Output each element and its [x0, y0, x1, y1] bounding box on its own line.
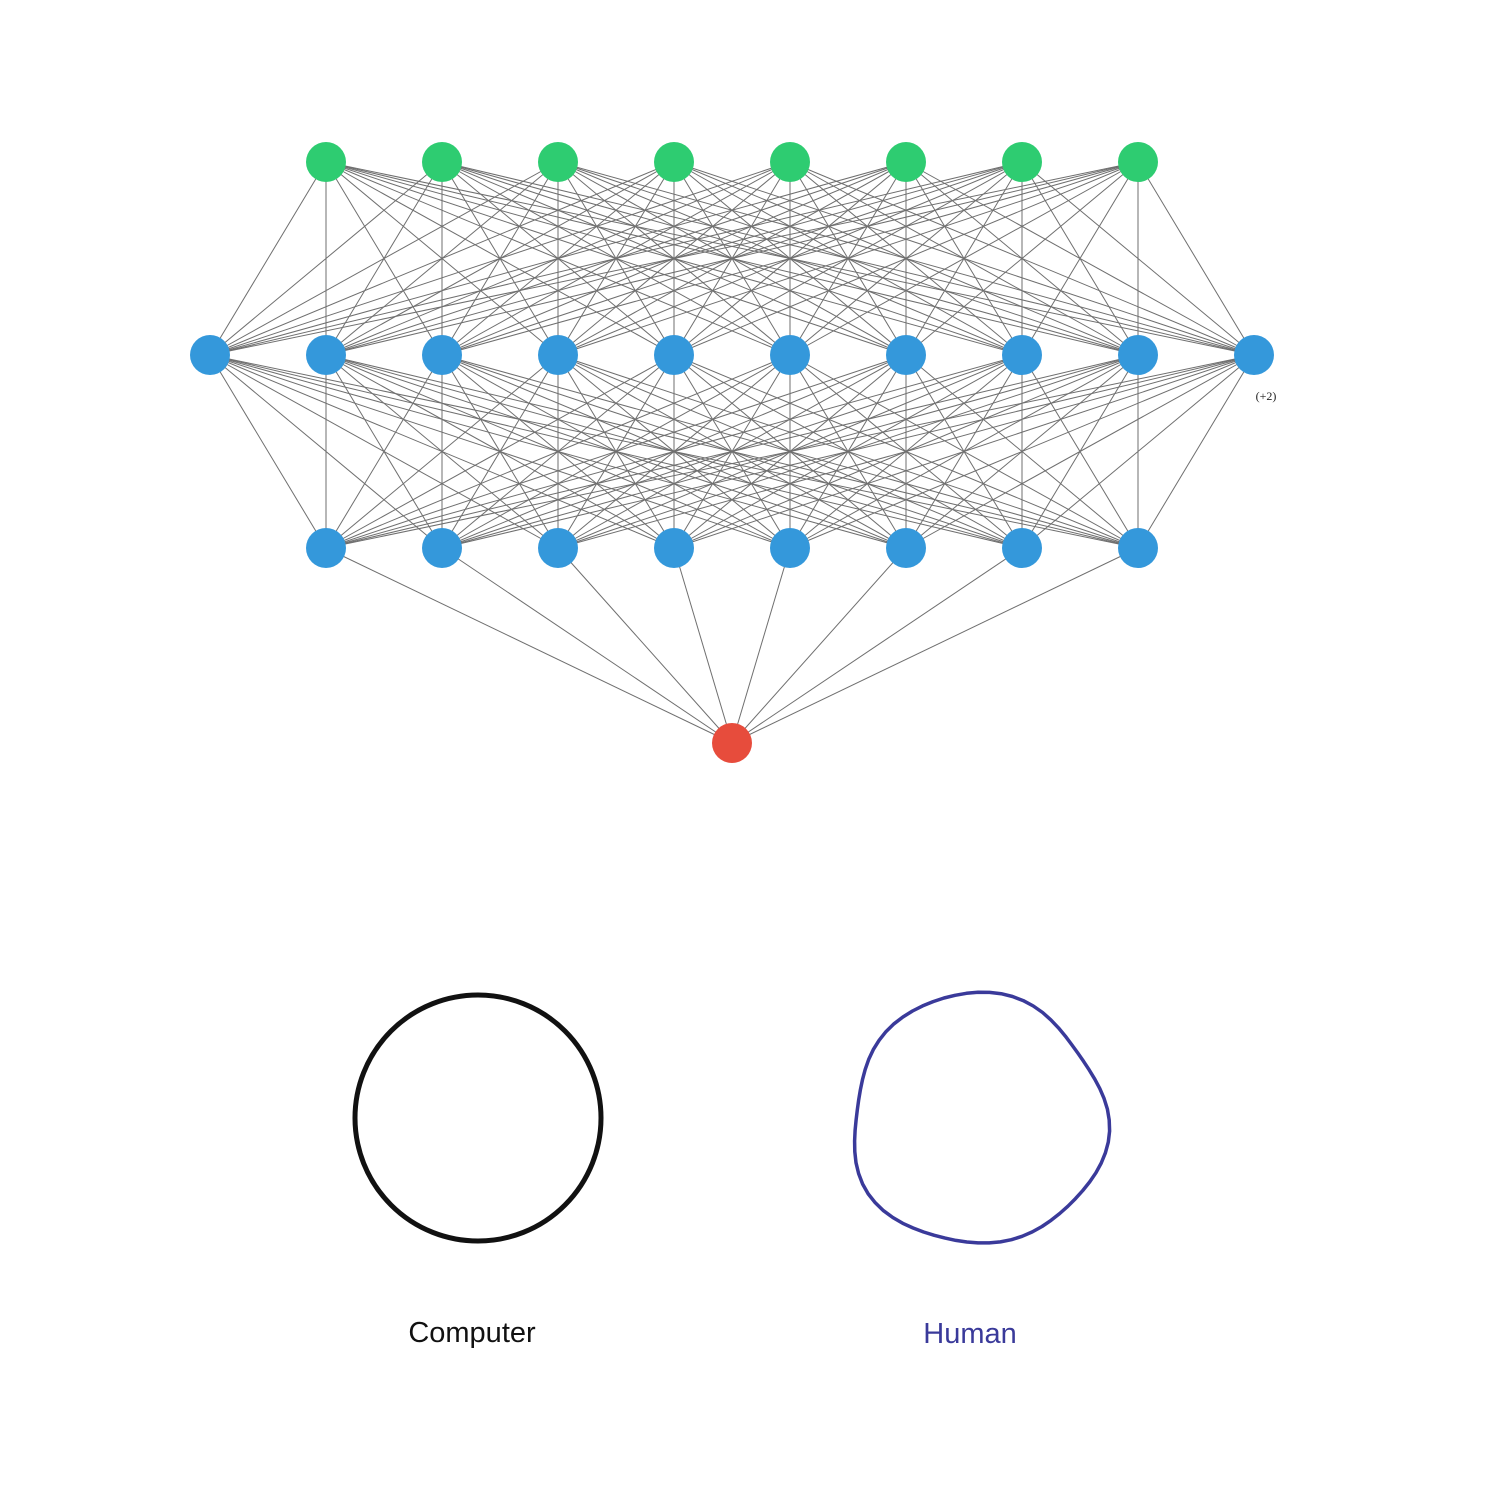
network-edge: [325, 354, 675, 549]
network-edge: [789, 354, 1255, 549]
hidden-layer-1-node: [190, 335, 230, 375]
hidden-layer-1-node: [422, 335, 462, 375]
hidden-layer-1-node: [1002, 335, 1042, 375]
computer-circle: [352, 992, 604, 1244]
output-layer-node: [712, 723, 752, 763]
network-edge: [209, 354, 327, 549]
network-edge: [325, 354, 443, 549]
network-edge: [209, 161, 327, 356]
hidden-layer-1-node: [770, 335, 810, 375]
input-layer-node: [306, 142, 346, 182]
network-edge: [905, 354, 1255, 549]
network-edge: [557, 354, 1255, 549]
hidden-layer-2-node: [886, 528, 926, 568]
input-layer-node: [770, 142, 810, 182]
network-edge: [673, 354, 1255, 549]
network-edge: [325, 354, 907, 549]
network-edge: [325, 354, 1255, 549]
network-edge: [731, 547, 1139, 744]
network-edge: [325, 354, 559, 549]
network-edge: [441, 354, 1255, 549]
network-edge: [1021, 354, 1255, 549]
network-edge: [557, 161, 1139, 356]
hidden-layer-1-node: [886, 335, 926, 375]
network-nodes: [190, 142, 1274, 763]
hidden-layer-2-node: [538, 528, 578, 568]
human-label: Human: [923, 1318, 1017, 1350]
network-edge: [1021, 161, 1139, 356]
network-edge: [209, 161, 791, 356]
network-edge: [731, 547, 1023, 744]
hidden-layer-2-node: [306, 528, 346, 568]
network-edge: [1137, 354, 1255, 549]
hidden-layer-2-node: [1118, 528, 1158, 568]
network-edge: [325, 354, 1139, 549]
hidden-layer-2-node: [770, 528, 810, 568]
input-layer-node: [1118, 142, 1158, 182]
overflow-note: (+2): [1256, 389, 1277, 403]
network-edge: [905, 161, 1139, 356]
network-edge: [209, 161, 907, 356]
network-edge: [557, 547, 733, 744]
network-edge: [789, 161, 1139, 356]
input-layer-node: [538, 142, 578, 182]
network-edge: [209, 161, 559, 356]
network-edge: [325, 161, 1139, 356]
network-edge: [209, 161, 1023, 356]
hidden-layer-2-node: [422, 528, 462, 568]
network-edge: [325, 354, 791, 549]
hidden-layer-1-node: [1234, 335, 1274, 375]
input-layer-node: [886, 142, 926, 182]
network-edge: [731, 547, 907, 744]
input-layer-node: [1002, 142, 1042, 182]
hidden-layer-2-node: [654, 528, 694, 568]
computer-label: Computer: [408, 1317, 536, 1349]
network-edge: [441, 547, 733, 744]
human-circle: [852, 990, 1112, 1245]
input-layer-node: [422, 142, 462, 182]
network-edge: [209, 161, 1139, 356]
network-edge: [731, 547, 791, 744]
hidden-layer-1-node: [538, 335, 578, 375]
network-edge: [673, 547, 733, 744]
network-edge: [325, 354, 1023, 549]
network-edge: [441, 161, 1139, 356]
network-edge: [325, 547, 733, 744]
network-edge: [209, 161, 675, 356]
network-edge: [1137, 161, 1255, 356]
hidden-layer-1-node: [654, 335, 694, 375]
network-edges: [209, 161, 1255, 744]
network-edge: [673, 161, 1139, 356]
hidden-layer-2-node: [1002, 528, 1042, 568]
input-layer-node: [654, 142, 694, 182]
hidden-layer-1-node: [1118, 335, 1158, 375]
network-edge: [209, 161, 443, 356]
hidden-layer-1-node: [306, 335, 346, 375]
